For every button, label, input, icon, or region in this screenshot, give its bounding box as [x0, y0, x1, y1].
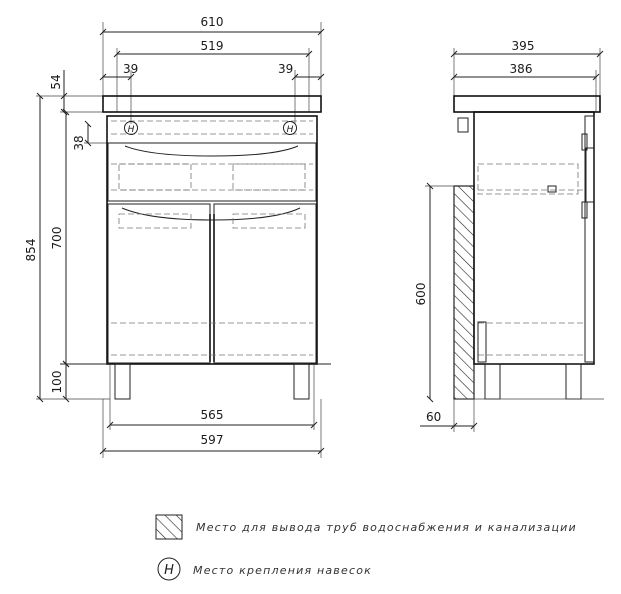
side-washbasin-top	[453, 95, 601, 113]
dim-left-verticals: 854 54 700 38 100	[24, 70, 110, 403]
side-legs	[454, 363, 604, 400]
hanger-letter-right: H	[287, 125, 294, 135]
hanger-symbol-icon	[157, 557, 181, 581]
dim-label-pipe-zone-bottom: 60	[426, 410, 441, 424]
hanger-letter-left: H	[128, 125, 135, 135]
wall-pipe-zone	[453, 185, 475, 400]
dim-label-pipe-zone-height: 600	[414, 283, 428, 306]
washbasin-top	[102, 95, 322, 117]
dim-label-depth-inner: 386	[510, 62, 533, 76]
hanger-mark-left: H	[124, 121, 138, 135]
dim-label-top-overall: 610	[201, 15, 224, 29]
legend: Место для вывода труб водоснабжения и ка…	[155, 514, 577, 581]
dim-label-left-offset: 39	[123, 62, 138, 76]
dim-label-body-height: 700	[50, 227, 64, 250]
dim-label-depth-overall: 395	[512, 39, 535, 53]
legend-hanger-symbol: H	[164, 563, 174, 578]
dim-label-bottom-inner: 565	[201, 408, 224, 422]
legend-hanger-item: H Место крепления навесок	[157, 557, 372, 581]
dim-side-verticals: 600 60	[414, 182, 478, 432]
cabinet-body	[106, 115, 318, 365]
legend-hatch-text: Место для вывода труб водоснабжения и ка…	[196, 521, 577, 534]
hanger-mark-right: H	[283, 121, 297, 135]
dim-depth: 395 386	[450, 39, 604, 112]
dim-label-drawer-gap: 38	[72, 135, 86, 150]
side-view: 395 386	[414, 39, 604, 432]
hatch-swatch	[155, 514, 183, 540]
legend-hanger-text: Место крепления навесок	[193, 564, 372, 577]
dim-bottom: 565 597	[99, 364, 325, 458]
side-body	[457, 111, 595, 365]
legs	[60, 363, 331, 400]
dim-label-leg-height: 100	[50, 371, 64, 394]
dim-offsets: 39 39	[99, 62, 325, 124]
front-view: 610 519 39 39 854	[24, 15, 331, 458]
dim-label-top-thickness: 54	[49, 74, 63, 89]
dim-label-bottom-overall: 597	[201, 433, 224, 447]
legend-hatch-item: Место для вывода труб водоснабжения и ка…	[155, 514, 577, 540]
dim-label-total-height: 854	[24, 239, 38, 262]
dim-label-top-inner: 519	[201, 39, 224, 53]
dim-label-right-offset: 39	[278, 62, 293, 76]
